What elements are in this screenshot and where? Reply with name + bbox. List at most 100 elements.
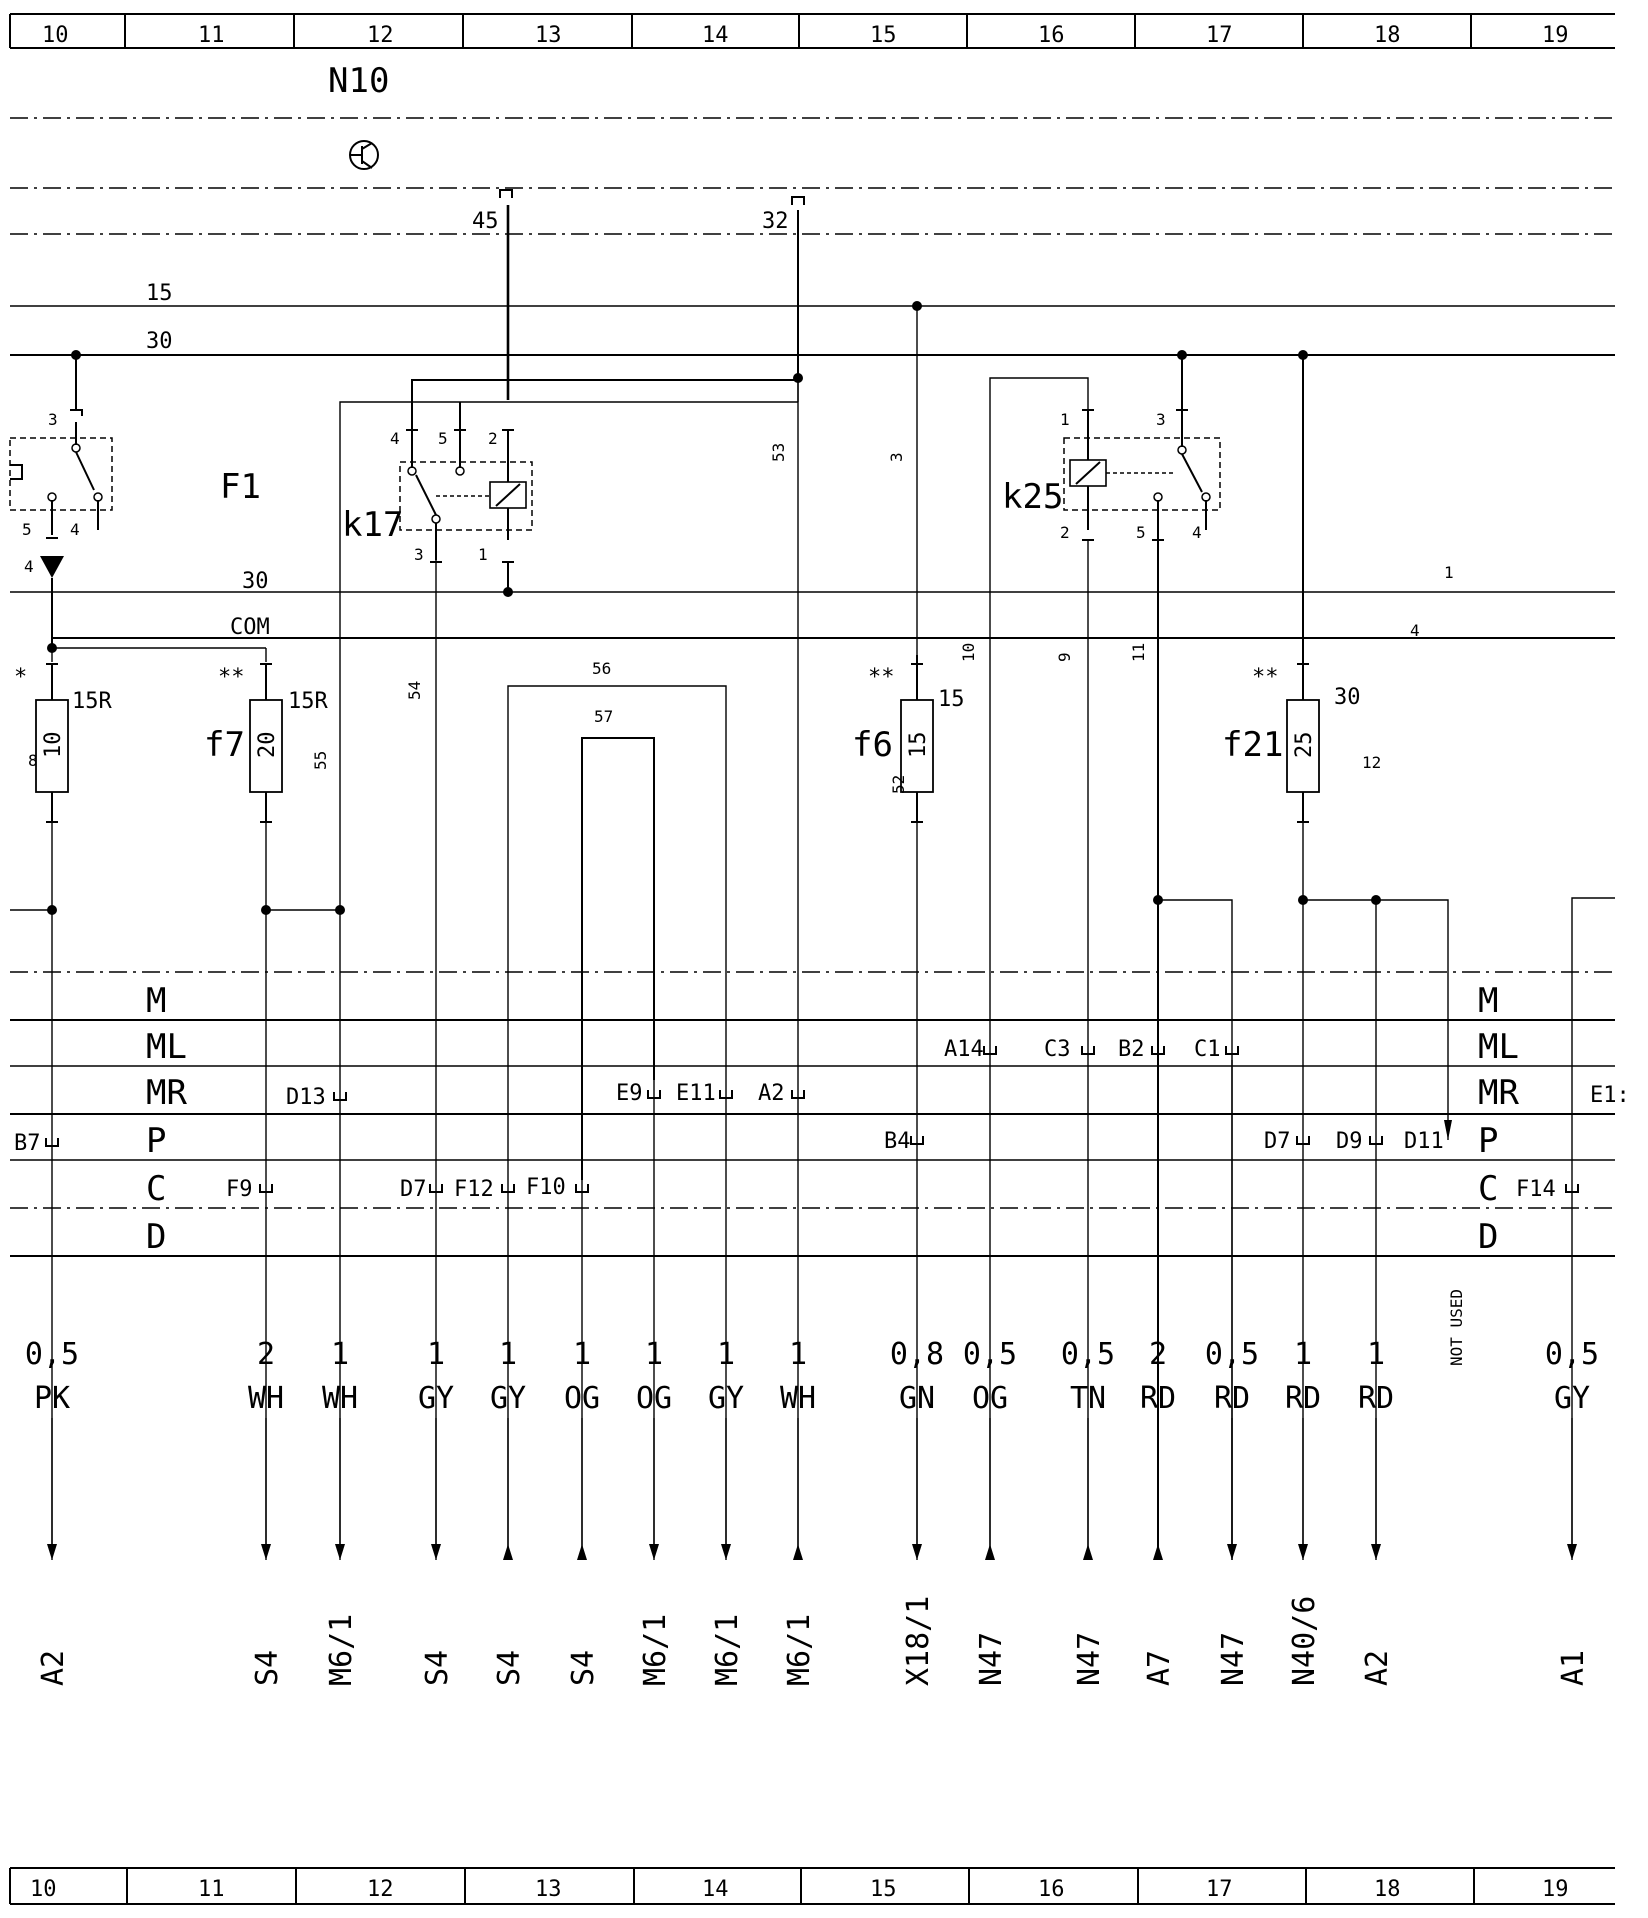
conn-e9: E9 — [616, 1081, 643, 1106]
row-label-m: M — [146, 981, 166, 1021]
grid-col-11: 11 — [198, 1877, 225, 1902]
grid-col-13: 13 — [535, 1877, 562, 1902]
wire-destination: N47 — [1216, 1632, 1251, 1686]
wire-size: 1 — [1294, 1337, 1312, 1372]
fuse-rating: 25 — [1292, 732, 1317, 759]
row-label-mr-right: MR — [1478, 1073, 1519, 1113]
rail-30b-label: 30 — [242, 569, 269, 594]
arrow-down-icon — [431, 1544, 441, 1560]
grid-col-10: 10 — [42, 23, 69, 48]
relay-k17: 4 5 2 3 1 k17 — [339, 373, 803, 910]
wire-color: TN — [1070, 1381, 1106, 1416]
wire-number-56: 56 — [592, 659, 611, 678]
harness-rows: M ML MR P C D M ML MR P C D — [10, 971, 1615, 1257]
wire-destination: A2 — [1360, 1650, 1395, 1686]
wire-number-11: 11 — [1129, 643, 1148, 662]
k17-pin-5: 5 — [438, 429, 448, 448]
ground-symbol-icon — [349, 140, 379, 170]
wire-size: 0,5 — [963, 1337, 1017, 1372]
f1-pin-4b: 4 — [24, 557, 34, 576]
arrow-down-icon — [721, 1544, 731, 1560]
arrow-down-icon — [261, 1544, 271, 1560]
wire-size: 1 — [573, 1337, 591, 1372]
grid-col-16: 16 — [1038, 23, 1065, 48]
row-label-ml-right: ML — [1478, 1027, 1519, 1067]
wire-labels: 0,5PKA22WHS41WHM6/11GYS41GYS41OGS41OGM6/… — [25, 1337, 1599, 1686]
wire-color: GY — [1554, 1381, 1590, 1416]
fuse-name: f6 — [852, 725, 893, 765]
k25-pin-4: 4 — [1192, 523, 1202, 542]
arrow-up-icon — [793, 1544, 803, 1560]
conn-f10: F10 — [526, 1175, 566, 1200]
row-label-m-right: M — [1478, 981, 1498, 1021]
not-used-label: NOT USED — [1447, 1289, 1466, 1366]
grid-col-19: 19 — [1542, 1877, 1569, 1902]
k25-pin-5: 5 — [1136, 523, 1146, 542]
wire-destination: S4 — [566, 1650, 601, 1686]
wire-size: 0,5 — [1545, 1337, 1599, 1372]
arrow-up-icon — [1083, 1544, 1093, 1560]
wire-color: OG — [972, 1381, 1008, 1416]
relay-k17-label: k17 — [342, 505, 403, 545]
wire-color: WH — [322, 1381, 358, 1416]
wire-color: WH — [248, 1381, 284, 1416]
relay-k25-label: k25 — [1002, 477, 1063, 517]
grid-col-15: 15 — [870, 23, 897, 48]
wire-number-9: 9 — [1055, 652, 1074, 662]
wire-color: GY — [708, 1381, 744, 1416]
conn-d7-right: D7 — [1264, 1129, 1291, 1154]
conn-d9: D9 — [1336, 1129, 1363, 1154]
k25-pin-3: 3 — [1156, 410, 1166, 429]
wire-color: RD — [1358, 1381, 1394, 1416]
wire-size: 0,5 — [1205, 1337, 1259, 1372]
wire-number-12: 12 — [1362, 753, 1381, 772]
wire-size: 0,5 — [25, 1337, 79, 1372]
conn-f14: F14 — [1516, 1177, 1556, 1202]
fuse-name: f21 — [1222, 725, 1283, 765]
f1-pin-5: 5 — [22, 520, 32, 539]
arrow-down-icon — [912, 1544, 922, 1560]
wire-color: WH — [780, 1381, 816, 1416]
grid-col-17: 17 — [1206, 1877, 1233, 1902]
k25-pin-1: 1 — [1060, 410, 1070, 429]
grid-col-18: 18 — [1374, 1877, 1401, 1902]
grid-col-12: 12 — [367, 1877, 394, 1902]
grid-col-11: 11 — [198, 23, 225, 48]
wire-destination: M6/1 — [782, 1614, 817, 1686]
wire-number-55: 55 — [311, 751, 330, 770]
fuse-rating: 15 — [906, 732, 931, 759]
f1-pin-3: 3 — [48, 410, 58, 429]
conn-f12: F12 — [454, 1177, 494, 1202]
wire-number-54: 54 — [405, 681, 424, 700]
pin-32: 32 — [762, 209, 789, 234]
wire-color: GY — [490, 1381, 526, 1416]
wire-size: 1 — [427, 1337, 445, 1372]
conn-b2: B2 — [1118, 1037, 1145, 1062]
wire-destination: S4 — [250, 1650, 285, 1686]
arrow-down-icon — [649, 1544, 659, 1560]
row-label-d: D — [146, 1217, 166, 1257]
row-label-d-right: D — [1478, 1217, 1498, 1257]
conn-d11: D11 — [1404, 1129, 1444, 1154]
wire-size: 1 — [717, 1337, 735, 1372]
wire-size: 0,5 — [1061, 1337, 1115, 1372]
fuse-rating: 20 — [255, 732, 280, 759]
wire-size: 1 — [789, 1337, 807, 1372]
rail-15-label: 15 — [146, 281, 173, 306]
wire-color: RD — [1140, 1381, 1176, 1416]
wire-number-52: 52 — [889, 775, 908, 794]
wire-size: 0,8 — [890, 1337, 944, 1372]
f1-pin-4: 4 — [70, 520, 80, 539]
conn-e1x: E1: — [1590, 1083, 1630, 1108]
wire-number-10: 10 — [959, 643, 978, 662]
wire-number-57: 57 — [594, 707, 613, 726]
grid-col-15: 15 — [870, 1877, 897, 1902]
conn-d7: D7 — [400, 1177, 427, 1202]
fuse-rail: 15 — [938, 687, 965, 712]
k17-pin-1: 1 — [478, 545, 488, 564]
rail-30-label: 30 — [146, 329, 173, 354]
arrow-up-icon — [503, 1544, 513, 1560]
bottom-grid-bar: 10 11 12 13 14 15 16 17 18 19 — [9, 1867, 1615, 1905]
pin-45: 45 — [472, 209, 499, 234]
